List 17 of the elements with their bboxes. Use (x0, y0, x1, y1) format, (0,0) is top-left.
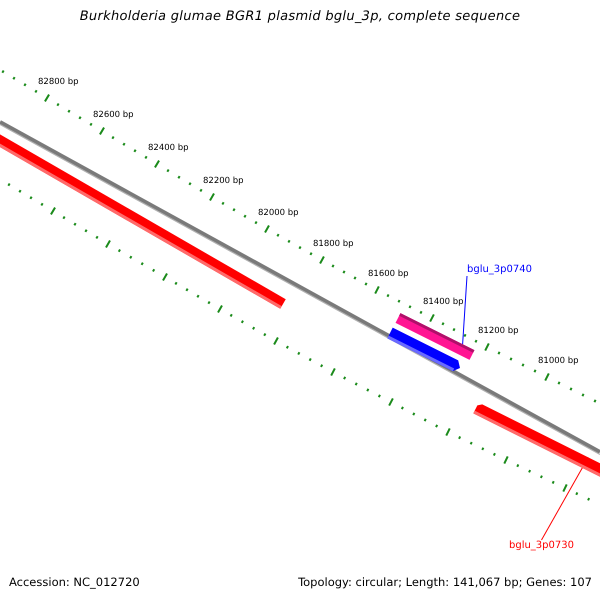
title: Burkholderia glumae BGR1 plasmid bglu_3p, complete sequence (78, 9, 522, 24)
leader-line (462, 276, 468, 345)
gene-label: bglu_3p0740 (467, 264, 532, 276)
tick-label: 82000 bp (258, 208, 299, 218)
tick-label: 81000 bp (538, 356, 579, 366)
accession-text: Accession: NC_012720 (9, 575, 140, 589)
tick-label: 82600 bp (93, 110, 134, 120)
gene-label: bglu_3p0730 (509, 540, 574, 552)
gene-arrow (396, 313, 474, 360)
gene-arrow (473, 404, 600, 480)
tick-label: 82800 bp (38, 77, 79, 87)
genome-summary: Topology: circular; Length: 141,067 bp; Genes: 107 (298, 575, 592, 589)
tick-label: 81800 bp (313, 239, 354, 249)
tick-label: 82200 bp (203, 176, 244, 186)
tick-label: 81600 bp (368, 269, 409, 279)
tick-label: 81400 bp (423, 297, 464, 307)
tick-label: 82400 bp (148, 143, 189, 153)
